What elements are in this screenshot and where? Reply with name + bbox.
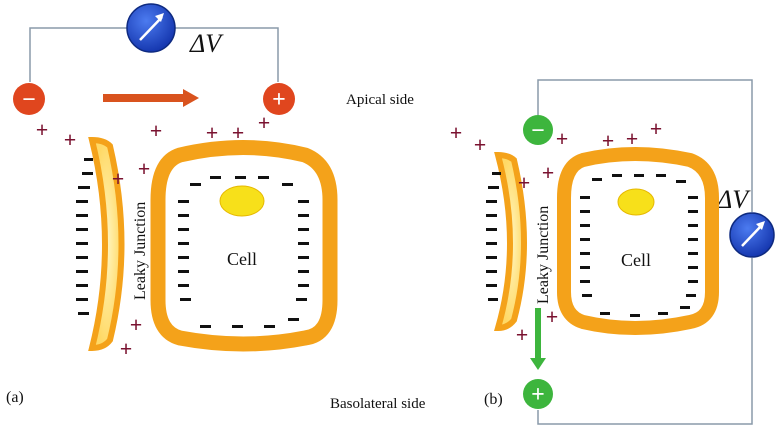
neighbor-charges-a bbox=[76, 158, 93, 315]
circuit-wire-b bbox=[537, 79, 753, 212]
minus-electrode-icon: − bbox=[13, 83, 45, 115]
panel-label-b: (b) bbox=[484, 391, 503, 408]
svg-text:−: − bbox=[22, 87, 36, 113]
svg-text:+: + bbox=[602, 128, 615, 153]
svg-text:+: + bbox=[542, 160, 555, 185]
current-arrow-b bbox=[530, 308, 546, 370]
cell-charges-b bbox=[580, 174, 698, 317]
svg-text:+: + bbox=[516, 322, 529, 347]
nucleus-a bbox=[219, 185, 265, 217]
circuit-wire-a-right bbox=[175, 27, 279, 82]
delta-v-label-a: ΔV bbox=[189, 29, 224, 58]
svg-text:−: − bbox=[531, 118, 545, 144]
svg-text:+: + bbox=[531, 382, 545, 408]
circuit-wire-a bbox=[29, 27, 128, 82]
svg-text:+: + bbox=[650, 116, 663, 141]
svg-text:+: + bbox=[450, 120, 463, 145]
cell-b: Cell bbox=[557, 147, 719, 335]
plus-electrode-icon: + bbox=[263, 83, 295, 115]
svg-text:+: + bbox=[150, 118, 163, 143]
nucleus-b bbox=[617, 188, 655, 216]
panel-label-a: (a) bbox=[6, 389, 24, 406]
neighbor-membrane-a bbox=[88, 136, 125, 352]
svg-text:+: + bbox=[206, 120, 219, 145]
delta-v-label-b: ΔV bbox=[716, 185, 751, 214]
neighbor-membrane-b bbox=[494, 151, 527, 332]
positive-charges-a: + + + + + + + + + + bbox=[36, 110, 271, 361]
svg-text:+: + bbox=[546, 304, 559, 329]
junction-label-a: Leaky Junction bbox=[132, 202, 149, 300]
panel-b: ΔV − + bbox=[450, 79, 775, 425]
svg-text:+: + bbox=[272, 87, 286, 113]
cell-label-b: Cell bbox=[621, 250, 651, 270]
neighbor-charges-b bbox=[486, 172, 501, 301]
voltmeter-icon bbox=[729, 212, 775, 258]
current-arrow-a bbox=[103, 89, 199, 107]
circuit-wire-b-bottom bbox=[537, 258, 753, 425]
positive-charges-b: + + + + + + + + + + bbox=[450, 116, 663, 347]
svg-text:+: + bbox=[130, 312, 143, 337]
svg-text:+: + bbox=[36, 117, 49, 142]
svg-text:+: + bbox=[112, 166, 125, 191]
svg-text:+: + bbox=[120, 336, 133, 361]
cell-charges-a bbox=[178, 176, 309, 328]
cell-a: Cell bbox=[150, 140, 338, 352]
cell-label-a: Cell bbox=[227, 249, 257, 269]
svg-text:+: + bbox=[138, 156, 151, 181]
svg-text:+: + bbox=[556, 126, 569, 151]
svg-text:+: + bbox=[258, 110, 271, 135]
svg-text:+: + bbox=[232, 120, 245, 145]
svg-text:+: + bbox=[626, 126, 639, 151]
svg-text:+: + bbox=[474, 132, 487, 157]
junction-label-b: Leaky Junction bbox=[535, 206, 552, 304]
svg-text:+: + bbox=[518, 170, 531, 195]
basolateral-side-label: Basolateral side bbox=[330, 396, 426, 412]
panel-a: ΔV − + bbox=[6, 3, 338, 406]
voltmeter-icon bbox=[126, 3, 176, 53]
svg-text:+: + bbox=[64, 127, 77, 152]
minus-electrode-icon: − bbox=[523, 115, 553, 145]
plus-electrode-icon: + bbox=[523, 379, 553, 409]
apical-side-label: Apical side bbox=[346, 92, 414, 108]
